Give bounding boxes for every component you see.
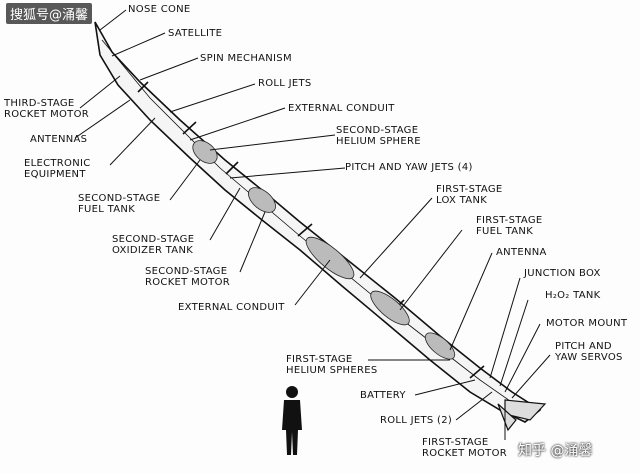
label-roll-jets-bottom: ROLL JETS (2) — [380, 415, 453, 426]
label-roll-jets-top: ROLL JETS — [258, 78, 312, 89]
watermark-top-left: 搜狐号@涌馨 — [6, 3, 93, 24]
label-pitch-yaw-jets: PITCH AND YAW JETS (4) — [345, 162, 473, 173]
label-junction-box: JUNCTION BOX — [524, 268, 601, 279]
label-second-stage-rocket-motor: SECOND-STAGE ROCKET MOTOR — [145, 266, 230, 288]
label-first-stage-rocket-motor: FIRST-STAGE ROCKET MOTOR — [422, 437, 507, 459]
label-second-stage-helium-sphere: SECOND-STAGE HELIUM SPHERE — [336, 125, 421, 147]
label-second-stage-fuel-tank: SECOND-STAGE FUEL TANK — [78, 193, 161, 215]
label-electronic-equipment: ELECTRONIC EQUIPMENT — [24, 158, 91, 180]
label-antenna: ANTENNA — [496, 247, 547, 258]
label-first-stage-helium-spheres: FIRST-STAGE HELIUM SPHERES — [286, 354, 378, 376]
label-motor-mount: MOTOR MOUNT — [546, 318, 628, 329]
label-battery: BATTERY — [360, 390, 406, 401]
label-pitch-yaw-servos: PITCH AND YAW SERVOS — [555, 341, 623, 363]
label-external-conduit-top: EXTERNAL CONDUIT — [288, 103, 395, 114]
human-scale-figure — [282, 386, 302, 455]
label-first-stage-fuel-tank: FIRST-STAGE FUEL TANK — [476, 215, 543, 237]
rocket-hull — [94, 21, 542, 423]
label-antennas: ANTENNAS — [30, 134, 88, 145]
label-first-stage-lox-tank: FIRST-STAGE LOX TANK — [436, 184, 503, 206]
label-spin-mechanism: SPIN MECHANISM — [200, 53, 292, 64]
label-second-stage-oxidizer-tank: SECOND-STAGE OXIDIZER TANK — [112, 234, 195, 256]
label-third-stage-rocket-motor: THIRD-STAGE ROCKET MOTOR — [4, 98, 89, 120]
label-h2o2-tank: H₂O₂ TANK — [545, 290, 601, 301]
label-external-conduit-bottom: EXTERNAL CONDUIT — [178, 302, 285, 313]
label-satellite: SATELLITE — [168, 28, 223, 39]
watermark-bottom-right: 知乎 @涌馨 — [518, 443, 593, 459]
label-nose-cone: NOSE CONE — [128, 4, 191, 15]
